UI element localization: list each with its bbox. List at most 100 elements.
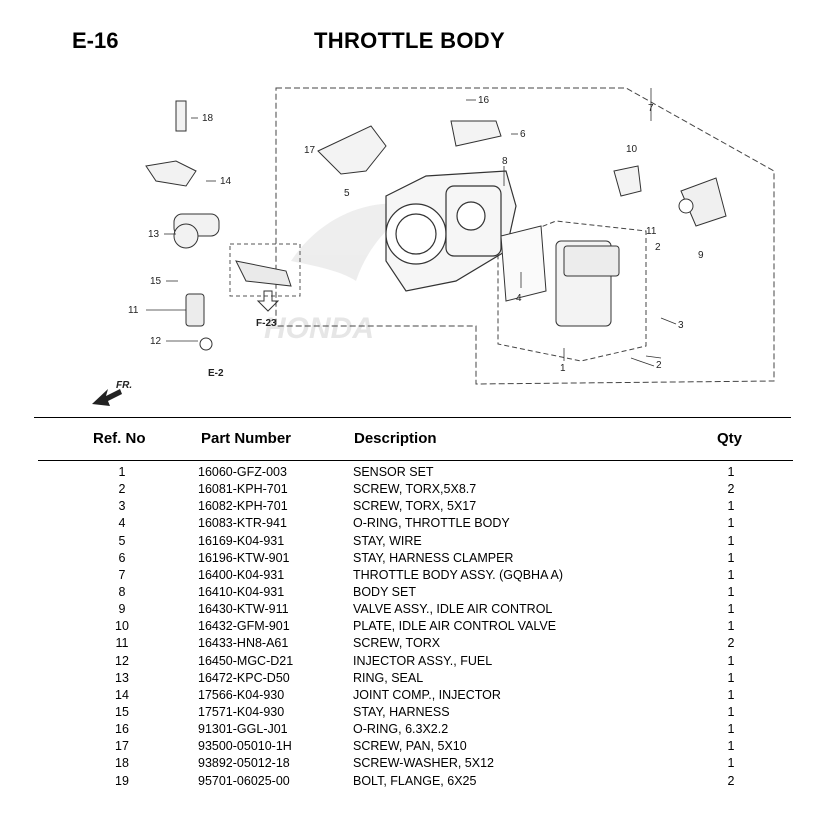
callout-12: 11 xyxy=(128,305,139,316)
qty-cell: 1 xyxy=(727,756,735,771)
description-cell: BODY SET xyxy=(353,584,416,599)
ref-no-cell: 15 xyxy=(115,704,129,719)
callout-labels: 18 14 13 15 11 12 16 6 17 5 8 7 10 11 9 … xyxy=(128,95,704,374)
callout-19: 18 xyxy=(202,113,214,124)
ref-f23: F-23 xyxy=(256,318,277,329)
part-number-cell: 16432-GFM-901 xyxy=(198,619,290,634)
description-cell: PLATE, IDLE AIR CONTROL VALVE xyxy=(353,619,557,634)
description-cell: SCREW, PAN, 5X10 xyxy=(353,739,467,754)
ref-no-cell: 6 xyxy=(118,550,126,565)
qty-cell: 2 xyxy=(727,636,735,651)
callout-1: 1 xyxy=(560,363,566,374)
idle-air-plate xyxy=(613,165,642,197)
description-cell: SCREW-WASHER, 5X12 xyxy=(353,756,495,771)
qty-cell: 1 xyxy=(727,516,735,531)
sensor-assembly xyxy=(555,240,620,327)
part-number-cell: 16083-KTR-941 xyxy=(198,516,287,531)
ref-no-cell: 18 xyxy=(115,756,129,771)
qty-cell: 1 xyxy=(727,687,735,702)
f23-part xyxy=(235,260,292,287)
part-number-cell: 16081-KPH-701 xyxy=(198,482,288,497)
qty-cell: 1 xyxy=(727,653,735,668)
idle-air-valve xyxy=(678,177,727,227)
ref-no-cell: 5 xyxy=(118,533,126,548)
ref-no-cell: 17 xyxy=(115,739,129,754)
injector-joint xyxy=(145,100,220,249)
part-number-cell: 16430-KTW-911 xyxy=(198,602,289,617)
ref-no-cell: 7 xyxy=(118,567,126,582)
stay-wire xyxy=(317,125,387,175)
part-number-cell: 17571-K04-930 xyxy=(198,704,285,719)
stay-harness-clamper xyxy=(450,120,502,147)
part-number-cell: 93892-05012-18 xyxy=(198,756,290,771)
o-ring-plate xyxy=(500,225,547,302)
callout-15: 14 xyxy=(220,176,232,187)
table-row: 15 17571-K04-930 STAY, HARNESS 1 xyxy=(0,704,839,721)
description-cell: BOLT, FLANGE, 6X25 xyxy=(353,773,477,788)
qty-cell: 1 xyxy=(727,704,735,719)
part-number-cell: 16400-K04-931 xyxy=(198,567,285,582)
throttle-body xyxy=(385,170,517,292)
table-row: 18 93892-05012-18 SCREW-WASHER, 5X12 1 xyxy=(0,755,839,772)
header-description: Description xyxy=(354,430,437,447)
ref-no-cell: 19 xyxy=(115,773,129,788)
ref-no-cell: 14 xyxy=(115,687,129,702)
qty-cell: 1 xyxy=(727,567,735,582)
description-cell: JOINT COMP., INJECTOR xyxy=(353,687,501,702)
ref-no-cell: 11 xyxy=(115,636,129,651)
description-cell: SCREW, TORX, 5X17 xyxy=(353,499,477,514)
description-cell: RING, SEAL xyxy=(353,670,424,685)
ref-e2: E-2 xyxy=(208,368,224,379)
header-part-number: Part Number xyxy=(201,430,292,447)
description-cell: SCREW, TORX xyxy=(353,636,441,651)
ref-no-cell: 1 xyxy=(118,465,126,479)
part-number-cell: 95701-06025-00 xyxy=(198,773,290,788)
ref-no-cell: 3 xyxy=(118,499,126,514)
callout-4: 4 xyxy=(516,293,522,304)
ref-no-cell: 12 xyxy=(115,653,129,668)
part-number-cell: 16082-KPH-701 xyxy=(198,499,288,514)
description-cell: STAY, WIRE xyxy=(353,533,422,548)
callout-17: 16 xyxy=(478,95,490,106)
callout-8: 8 xyxy=(502,156,508,167)
qty-cell: 1 xyxy=(727,670,735,685)
description-cell: SCREW, TORX,5X8.7 xyxy=(353,482,477,497)
description-cell: O-RING, THROTTLE BODY xyxy=(353,516,510,531)
callout-9: 9 xyxy=(698,250,704,261)
front-direction-arrow: FR. xyxy=(92,380,132,406)
reference-box xyxy=(229,243,301,297)
fuel-injector xyxy=(185,293,213,351)
qty-cell: 1 xyxy=(727,722,735,737)
description-cell: INJECTOR ASSY., FUEL xyxy=(353,653,493,668)
table-row: 11 16433-HN8-A61 SCREW, TORX 2 xyxy=(0,635,839,652)
table-top-rule xyxy=(34,417,791,418)
qty-cell: 1 xyxy=(727,584,735,599)
table-header-rule xyxy=(38,460,793,461)
qty-cell: 1 xyxy=(727,550,735,565)
part-number-cell: 16472-KPC-D50 xyxy=(198,670,290,685)
qty-cell: 1 xyxy=(727,533,735,548)
part-number-cell: 16410-K04-931 xyxy=(198,584,285,599)
callout-16: 15 xyxy=(150,276,162,287)
ref-no-cell: 10 xyxy=(115,619,129,634)
exploded-parts-diagram: HONDA xyxy=(86,76,786,411)
part-number-cell: 91301-GGL-J01 xyxy=(198,722,288,737)
part-number-cell: 16433-HN8-A61 xyxy=(198,636,289,651)
callout-11: 11 xyxy=(646,226,657,237)
description-cell: SENSOR SET xyxy=(353,465,434,479)
qty-cell: 2 xyxy=(727,482,735,497)
f23-arrow xyxy=(256,290,280,312)
description-cell: STAY, HARNESS xyxy=(353,704,450,719)
